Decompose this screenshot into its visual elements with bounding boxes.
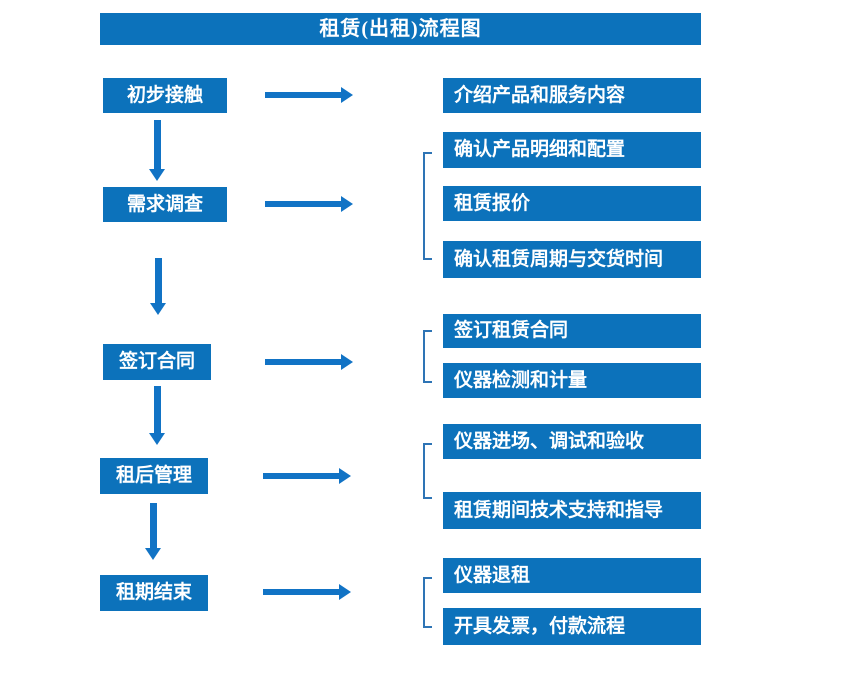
right-arrow-rental-period-end [263, 584, 351, 600]
stage-box-post-rental-management: 租后管理 [100, 458, 208, 494]
detail-box-confirm-rental-period-delivery: 确认租赁周期与交货时间 [443, 241, 701, 278]
down-arrow-2 [150, 258, 166, 315]
flowchart-title: 租赁(出租)流程图 [100, 13, 701, 45]
detail-box-instrument-testing-metering: 仪器检测和计量 [443, 363, 701, 398]
right-arrow-initial-contact [265, 87, 353, 103]
detail-box-instrument-return: 仪器退租 [443, 558, 701, 593]
right-arrow-post-rental-management [263, 468, 351, 484]
detail-box-rental-quotation: 租赁报价 [443, 186, 701, 221]
detail-box-rental-tech-support-guidance: 租赁期间技术支持和指导 [443, 492, 701, 529]
detail-box-instrument-entry-debug-acceptance: 仪器进场、调试和验收 [443, 424, 701, 459]
down-arrow-1 [149, 120, 165, 181]
stage-box-rental-period-end: 租期结束 [100, 575, 208, 611]
stage-box-initial-contact: 初步接触 [103, 78, 227, 113]
detail-box-invoice-payment-process: 开具发票，付款流程 [443, 608, 701, 645]
bracket-rental-end-group [423, 577, 432, 628]
bracket-post-rental-group [423, 443, 432, 499]
right-arrow-sign-contract [265, 354, 353, 370]
down-arrow-3 [149, 386, 165, 445]
down-arrow-4 [145, 503, 161, 560]
detail-box-sign-rental-contract: 签订租赁合同 [443, 314, 701, 348]
stage-box-demand-survey: 需求调查 [103, 187, 227, 222]
bracket-demand-survey-group [423, 152, 432, 260]
right-arrow-demand-survey [265, 196, 353, 212]
detail-box-introduce-products-services: 介绍产品和服务内容 [443, 78, 701, 113]
detail-box-confirm-product-details-config: 确认产品明细和配置 [443, 132, 701, 168]
bracket-sign-contract-group [423, 330, 432, 383]
stage-box-sign-contract: 签订合同 [103, 344, 211, 380]
